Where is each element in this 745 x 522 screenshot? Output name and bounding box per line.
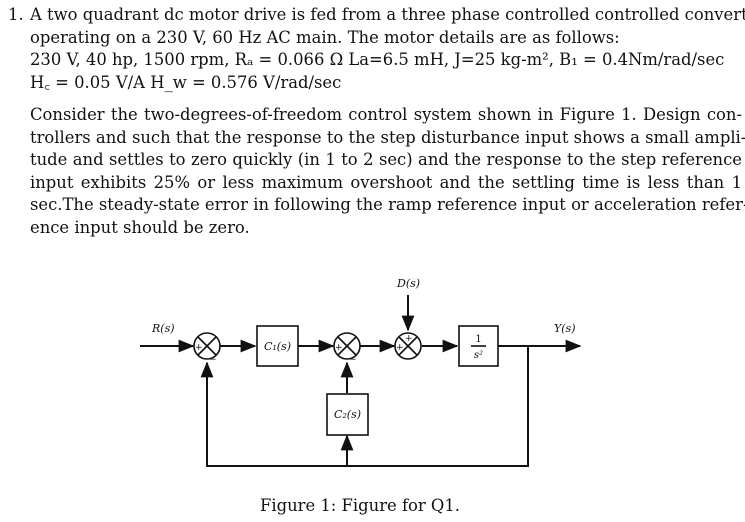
problem-line: sec.The steady-state error in following … xyxy=(30,195,745,214)
question-line: A two quadrant dc motor drive is fed fro… xyxy=(30,5,745,24)
summing-junction-1 xyxy=(193,332,221,360)
plant-denominator: s² xyxy=(474,350,483,361)
c2-label: C₂(s) xyxy=(334,408,361,421)
sum3-plus-sign-left: + xyxy=(396,343,404,353)
controller-c1-block xyxy=(256,325,299,367)
question-number: 1. xyxy=(8,5,24,24)
problem-paragraph: Consider the two-degrees-of-freedom cont… xyxy=(30,104,745,239)
summing-junction-2 xyxy=(333,332,361,360)
problem-line: trollers and such that the response to t… xyxy=(30,127,745,147)
sum1-minus-sign: − xyxy=(209,355,217,365)
controller-c2-block xyxy=(326,393,369,436)
problem-line: tude and settles to zero quickly (in 1 t… xyxy=(30,150,742,169)
input-label: R(s) xyxy=(151,322,175,335)
sum2-plus-sign: + xyxy=(335,343,343,353)
output-label: Y(s) xyxy=(554,322,576,335)
summing-junction-3 xyxy=(394,332,422,360)
figure-caption: Figure 1: Figure for Q1. xyxy=(259,496,461,515)
question-line: operating on a 230 V, 60 Hz AC main. The… xyxy=(30,27,620,47)
feedback-path xyxy=(200,346,529,467)
question-paragraph: 1. A two quadrant dc motor drive is fed … xyxy=(8,4,745,92)
question-line: 230 V, 40 hp, 1500 rpm, Rₐ = 0.066 Ω La=… xyxy=(30,50,725,69)
problem-line: ence input should be zero. xyxy=(30,217,250,237)
problem-line: Consider the two-degrees-of-freedom cont… xyxy=(30,105,742,124)
sum1-plus-sign: + xyxy=(195,343,203,353)
question-line: H꜀ = 0.05 V/A H_w = 0.576 V/rad/sec xyxy=(30,72,342,92)
c1-label: C₁(s) xyxy=(264,340,291,353)
sum2-minus-sign: − xyxy=(349,355,357,365)
disturbance-label: D(s) xyxy=(396,277,420,290)
problem-line: input exhibits 25% or less maximum overs… xyxy=(30,172,742,192)
sum3-plus-sign-top: + xyxy=(405,334,413,344)
plant-numerator: 1 xyxy=(475,334,481,345)
